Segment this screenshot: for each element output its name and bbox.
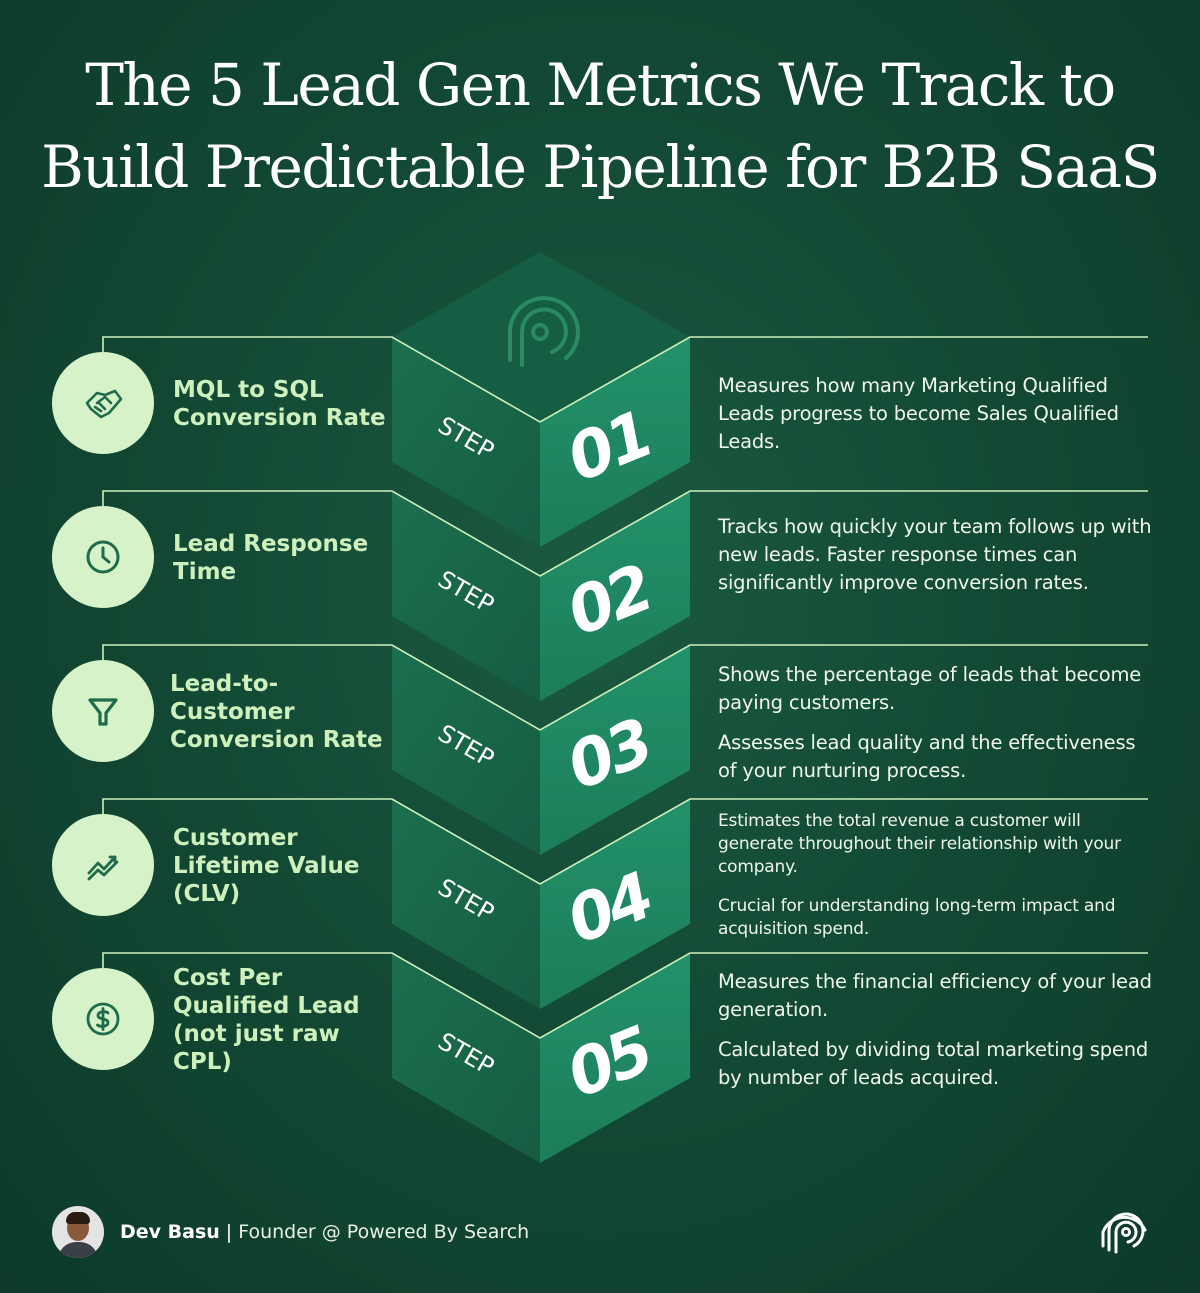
description-5-text-1: Measures the financial efficiency of you… — [718, 970, 1152, 1021]
metric-4: Customer Lifetime Value (CLV) — [52, 814, 397, 918]
connector-line-3 — [102, 644, 1148, 731]
step-block-right-face — [540, 799, 690, 1009]
description-3-text-1: Shows the percentage of leads that becom… — [718, 663, 1142, 714]
step-block-left-face — [392, 799, 540, 1009]
metric-3: Lead-to-Customer Conversion Rate — [52, 660, 397, 764]
connector-line-1 — [102, 336, 1148, 423]
handshake-icon — [85, 389, 123, 419]
connector-line-5 — [102, 952, 1148, 1039]
step-block-left-face — [392, 337, 540, 547]
description-2-text: Tracks how quickly your team follows up … — [718, 515, 1152, 594]
step-block-right-face — [540, 337, 690, 547]
clock-icon — [86, 540, 120, 574]
footer: Dev Basu|Founder @ Powered By Search — [52, 1206, 529, 1258]
dollar-icon — [86, 1002, 120, 1036]
description-5-text-2: Calculated by dividing total marketing s… — [718, 1038, 1149, 1089]
metric-3-label: Lead-to-Customer Conversion Rate — [170, 671, 383, 753]
description-4: Estimates the total revenue a customer w… — [718, 810, 1158, 941]
metric-1-label: MQL to SQL Conversion Rate — [173, 377, 386, 431]
description-2: Tracks how quickly your team follows up … — [718, 513, 1158, 597]
description-1: Measures how many Marketing Qualified Le… — [718, 372, 1158, 456]
step-block-right-face — [540, 645, 690, 855]
watermark-logo-icon — [508, 296, 580, 367]
metric-3-badge — [52, 660, 154, 762]
metric-1-badge — [52, 352, 154, 454]
author-credit: Dev Basu|Founder @ Powered By Search — [120, 1221, 529, 1243]
author-name: Dev Basu — [120, 1221, 220, 1243]
title-line-1: The 5 Lead Gen Metrics We Track to — [85, 51, 1116, 119]
trend-up-icon — [87, 855, 119, 881]
description-1-text: Measures how many Marketing Qualified Le… — [718, 374, 1119, 453]
metric-2-badge — [52, 506, 154, 608]
step-block-left-face — [392, 491, 540, 701]
powered-by-search-logo-icon — [1101, 1212, 1147, 1254]
metric-1: MQL to SQL Conversion Rate — [52, 352, 397, 456]
description-4-text-1: Estimates the total revenue a customer w… — [718, 811, 1121, 877]
description-5: Measures the financial efficiency of you… — [718, 968, 1158, 1092]
metric-2: Lead Response Time — [52, 506, 397, 610]
step-block-left-face — [392, 953, 540, 1163]
step-block-right-face — [540, 491, 690, 701]
description-3: Shows the percentage of leads that becom… — [718, 661, 1158, 785]
metric-5-label: Cost Per Qualified Lead (not just raw CP… — [173, 965, 360, 1075]
page-title: The 5 Lead Gen Metrics We Track to Build… — [0, 44, 1200, 208]
connector-line-2 — [102, 490, 1148, 577]
metric-5-badge — [52, 968, 154, 1070]
metric-2-label: Lead Response Time — [173, 531, 369, 585]
metric-5: Cost Per Qualified Lead (not just raw CP… — [52, 965, 397, 1075]
author-role: Founder @ Powered By Search — [238, 1221, 530, 1243]
step-block-left-face — [392, 645, 540, 855]
description-3-text-2: Assesses lead quality and the effectiven… — [718, 731, 1136, 782]
funnel-icon — [88, 698, 118, 726]
connector-line-4 — [102, 798, 1148, 885]
step-block-right-face — [540, 953, 690, 1163]
author-avatar — [52, 1206, 104, 1258]
title-line-2: Build Predictable Pipeline for B2B SaaS — [41, 133, 1160, 201]
description-4-text-2: Crucial for understanding long-term impa… — [718, 896, 1116, 939]
metric-4-label: Customer Lifetime Value (CLV) — [173, 825, 360, 907]
metric-4-badge — [52, 814, 154, 916]
author-separator: | — [225, 1221, 233, 1243]
